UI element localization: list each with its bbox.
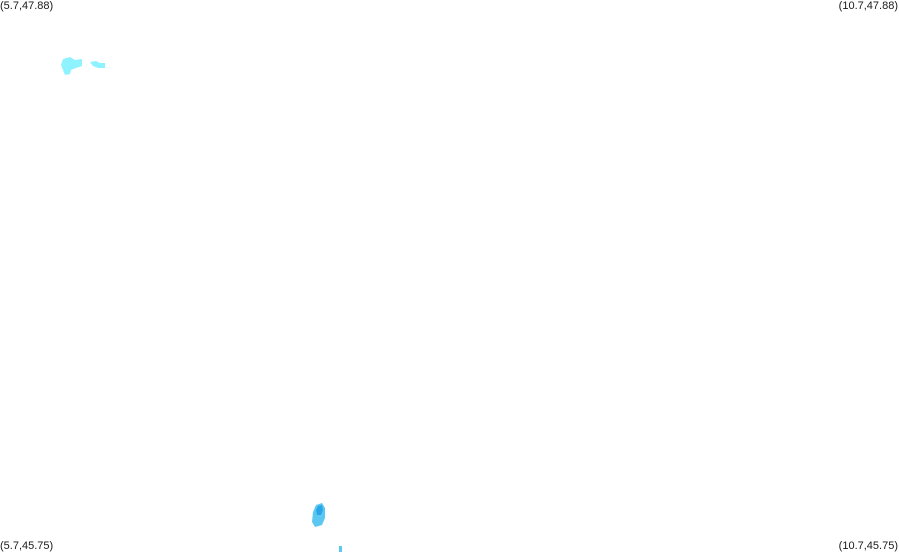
corner-label-top-right: (10.7,47.88) [838,0,898,12]
corner-label-top-left: (5.7,47.88) [0,0,54,12]
lake-patch-south-dark [316,505,323,515]
lake-patch-north-main [61,57,82,75]
lake-patch-north [61,57,105,75]
lake-patch-south [312,503,342,552]
corner-label-bottom-left: (5.7,45.75) [0,540,54,552]
corner-label-bottom-right: (10.7,45.75) [838,540,898,552]
lake-patch-south-sliver [339,546,342,552]
lake-patch-north-small [90,61,105,68]
